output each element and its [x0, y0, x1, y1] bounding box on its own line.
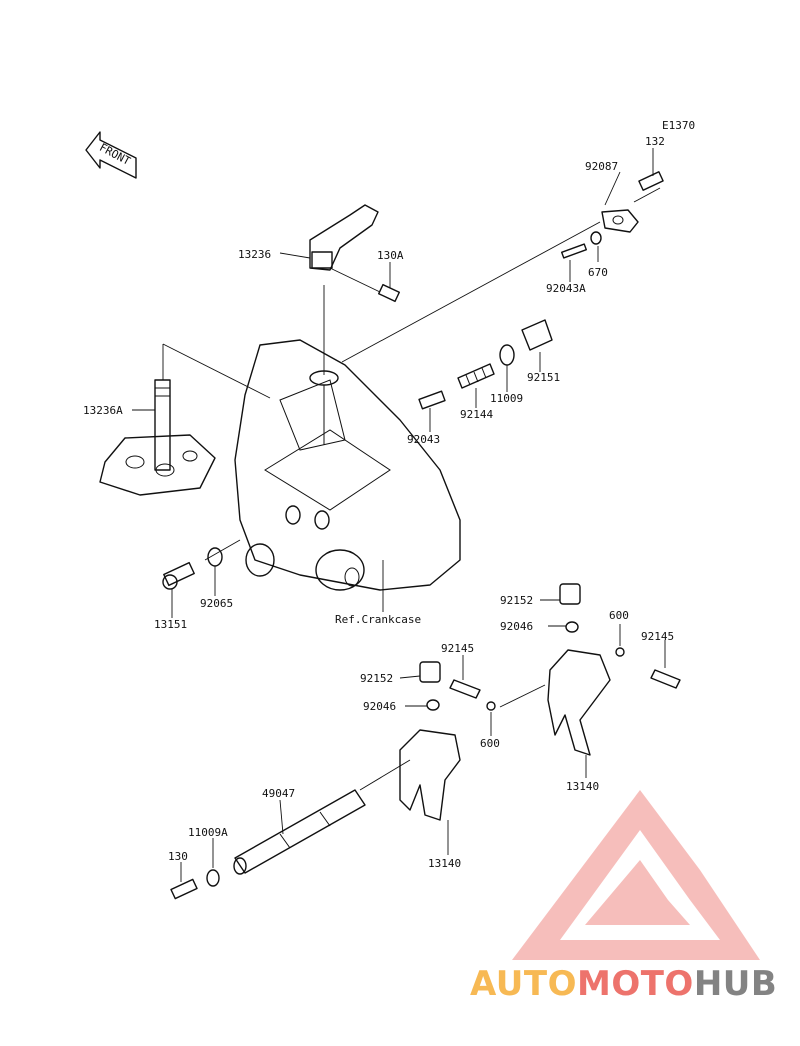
collar-92043a: [560, 243, 588, 259]
guide-lines: [162, 221, 601, 791]
front-arrow-icon: FRONT: [85, 131, 137, 179]
label-13140-right: 13140: [566, 780, 599, 793]
label-92145-right: 92145: [641, 630, 674, 643]
label-130a: 130A: [377, 249, 404, 262]
label-600-right: 600: [609, 609, 629, 622]
shift-fork-right: [547, 583, 681, 756]
ref-crankcase-label: Ref.Crankcase: [335, 613, 421, 626]
spring-set: [418, 319, 553, 410]
label-92152-left: 92152: [360, 672, 393, 685]
front-label: FRONT: [97, 141, 133, 168]
label-132: 132: [645, 135, 665, 148]
shift-shaft: [99, 379, 216, 496]
label-13236: 13236: [238, 248, 271, 261]
shift-fork-left: [399, 661, 496, 821]
label-13140-left: 13140: [428, 857, 461, 870]
label-92043: 92043: [407, 433, 440, 446]
label-49047: 49047: [262, 787, 295, 800]
label-92043a: 92043A: [546, 282, 586, 295]
label-92151: 92151: [527, 371, 560, 384]
wordmark-hub: HUB: [694, 964, 777, 1004]
part-labels: 132 92087 670 92043A 13236 130A 92151 11…: [83, 135, 674, 870]
washer-11009a: [206, 869, 220, 887]
label-11009: 11009: [490, 392, 523, 405]
label-11009a: 11009A: [188, 826, 228, 839]
bolt-13151: [162, 561, 195, 590]
stopper-lever: [601, 209, 639, 233]
svg-text:AUTOMOTOHUB: AUTOMOTOHUB: [470, 964, 777, 1004]
ring-670: [590, 231, 602, 245]
automotohub-wordmark: AUTOMOTOHUB: [470, 964, 777, 1004]
label-130: 130: [168, 850, 188, 863]
label-670: 670: [588, 266, 608, 279]
automotohub-logo: [512, 790, 760, 960]
label-13236a: 13236A: [83, 404, 123, 417]
label-92065: 92065: [200, 597, 233, 610]
bolt-130: [170, 878, 198, 900]
label-92145-left: 92145: [441, 642, 474, 655]
bolt-130a: [329, 267, 400, 303]
label-600-left: 600: [480, 737, 500, 750]
diagram-code: E1370: [662, 119, 695, 132]
fork-shaft: [233, 789, 366, 875]
label-92152-right: 92152: [500, 594, 533, 607]
label-92046-right: 92046: [500, 620, 533, 633]
leader-lines: [132, 148, 666, 882]
wordmark-moto: MOTO: [577, 964, 694, 1004]
label-13151: 13151: [154, 618, 187, 631]
crankcase: [234, 339, 461, 612]
label-92046-left: 92046: [363, 700, 396, 713]
wordmark-auto: AUTO: [470, 964, 577, 1004]
shift-arm: [309, 204, 379, 271]
bolt-132: [633, 171, 664, 203]
label-92087: 92087: [585, 160, 618, 173]
label-92144: 92144: [460, 408, 493, 421]
